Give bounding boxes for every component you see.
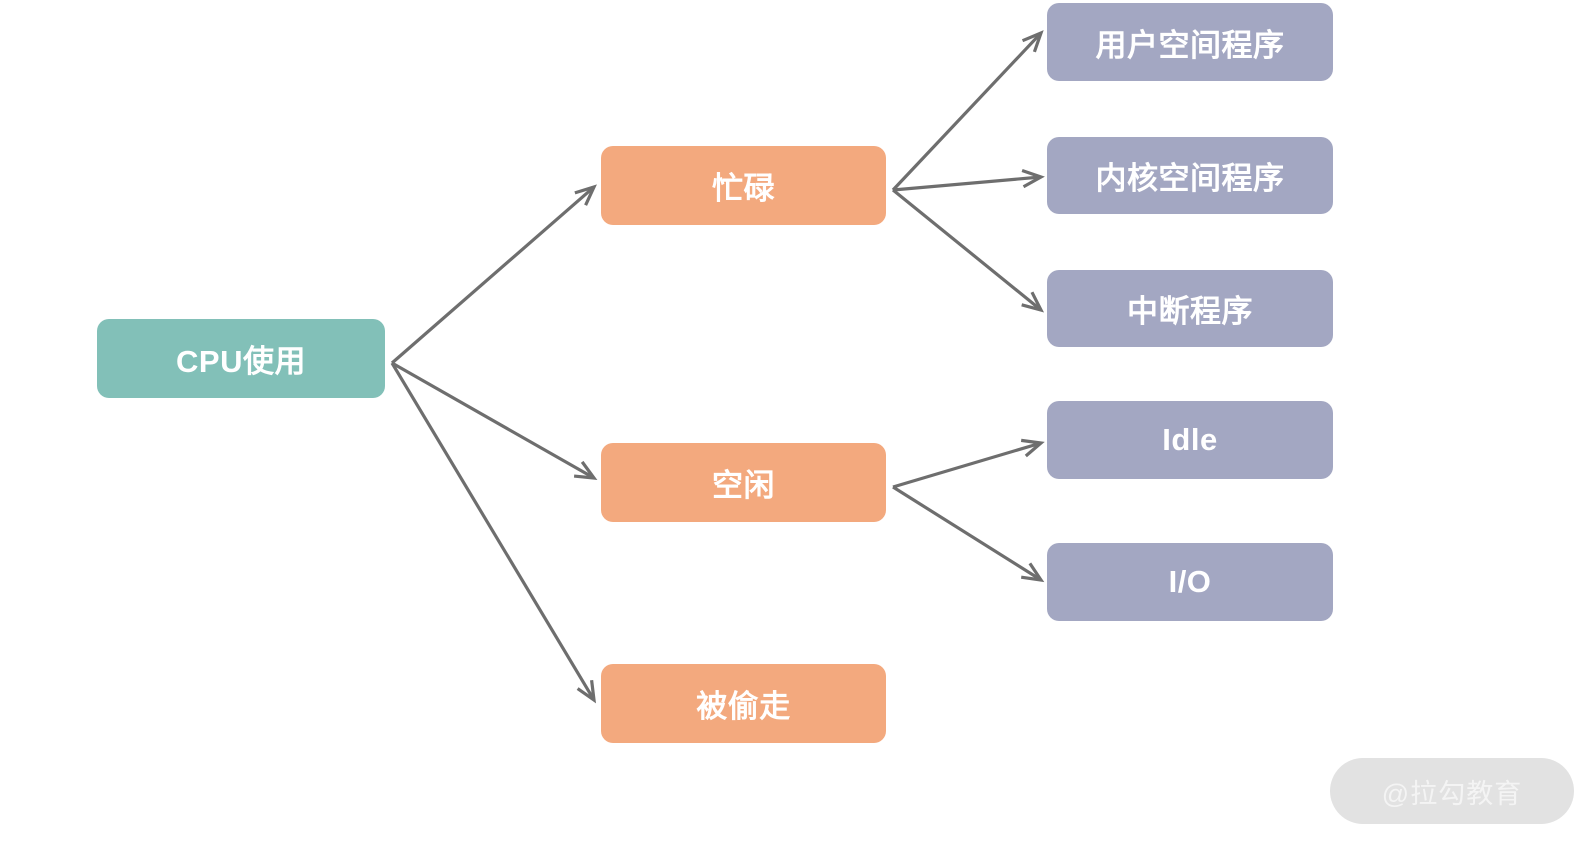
node-label: 中断程序 <box>1127 294 1253 329</box>
node-user-space-program[interactable]: 用户空间程序 <box>1047 3 1333 81</box>
edge-arrow-idle-to-io <box>892 485 1045 583</box>
edge-arrow-idle-to-idle-state <box>892 438 1045 489</box>
node-stolen[interactable]: 被偷走 <box>601 664 886 743</box>
node-kernel-space-program[interactable]: 内核空间程序 <box>1047 137 1333 214</box>
edge-arrow-busy-to-interrupt <box>891 188 1045 313</box>
edge-arrow-root-to-busy <box>390 184 597 365</box>
edge-arrow-busy-to-user-space <box>891 30 1044 192</box>
node-busy[interactable]: 忙碌 <box>601 146 886 225</box>
node-idle[interactable]: 空闲 <box>601 443 886 522</box>
node-cpu-usage[interactable]: CPU使用 <box>97 319 385 398</box>
node-label: 被偷走 <box>696 689 791 724</box>
node-label: 空闲 <box>712 468 775 503</box>
node-label: I/O <box>1168 564 1212 599</box>
node-label: 用户空间程序 <box>1095 27 1285 63</box>
node-interrupt-program[interactable]: 中断程序 <box>1047 270 1333 347</box>
node-label: CPU使用 <box>176 344 306 379</box>
edge-arrow-busy-to-kernel-space <box>892 168 1045 192</box>
node-label: 忙碌 <box>712 171 775 206</box>
watermark: @拉勾教育 <box>1330 758 1574 824</box>
node-label: 内核空间程序 <box>1095 161 1285 196</box>
node-io[interactable]: I/O <box>1047 543 1333 621</box>
node-idle-state[interactable]: Idle <box>1047 401 1333 479</box>
edge-arrow-root-to-stolen <box>390 362 597 704</box>
node-label: Idle <box>1162 422 1218 457</box>
edge-arrow-root-to-idle <box>391 361 598 480</box>
watermark-text: @拉勾教育 <box>1381 778 1523 809</box>
